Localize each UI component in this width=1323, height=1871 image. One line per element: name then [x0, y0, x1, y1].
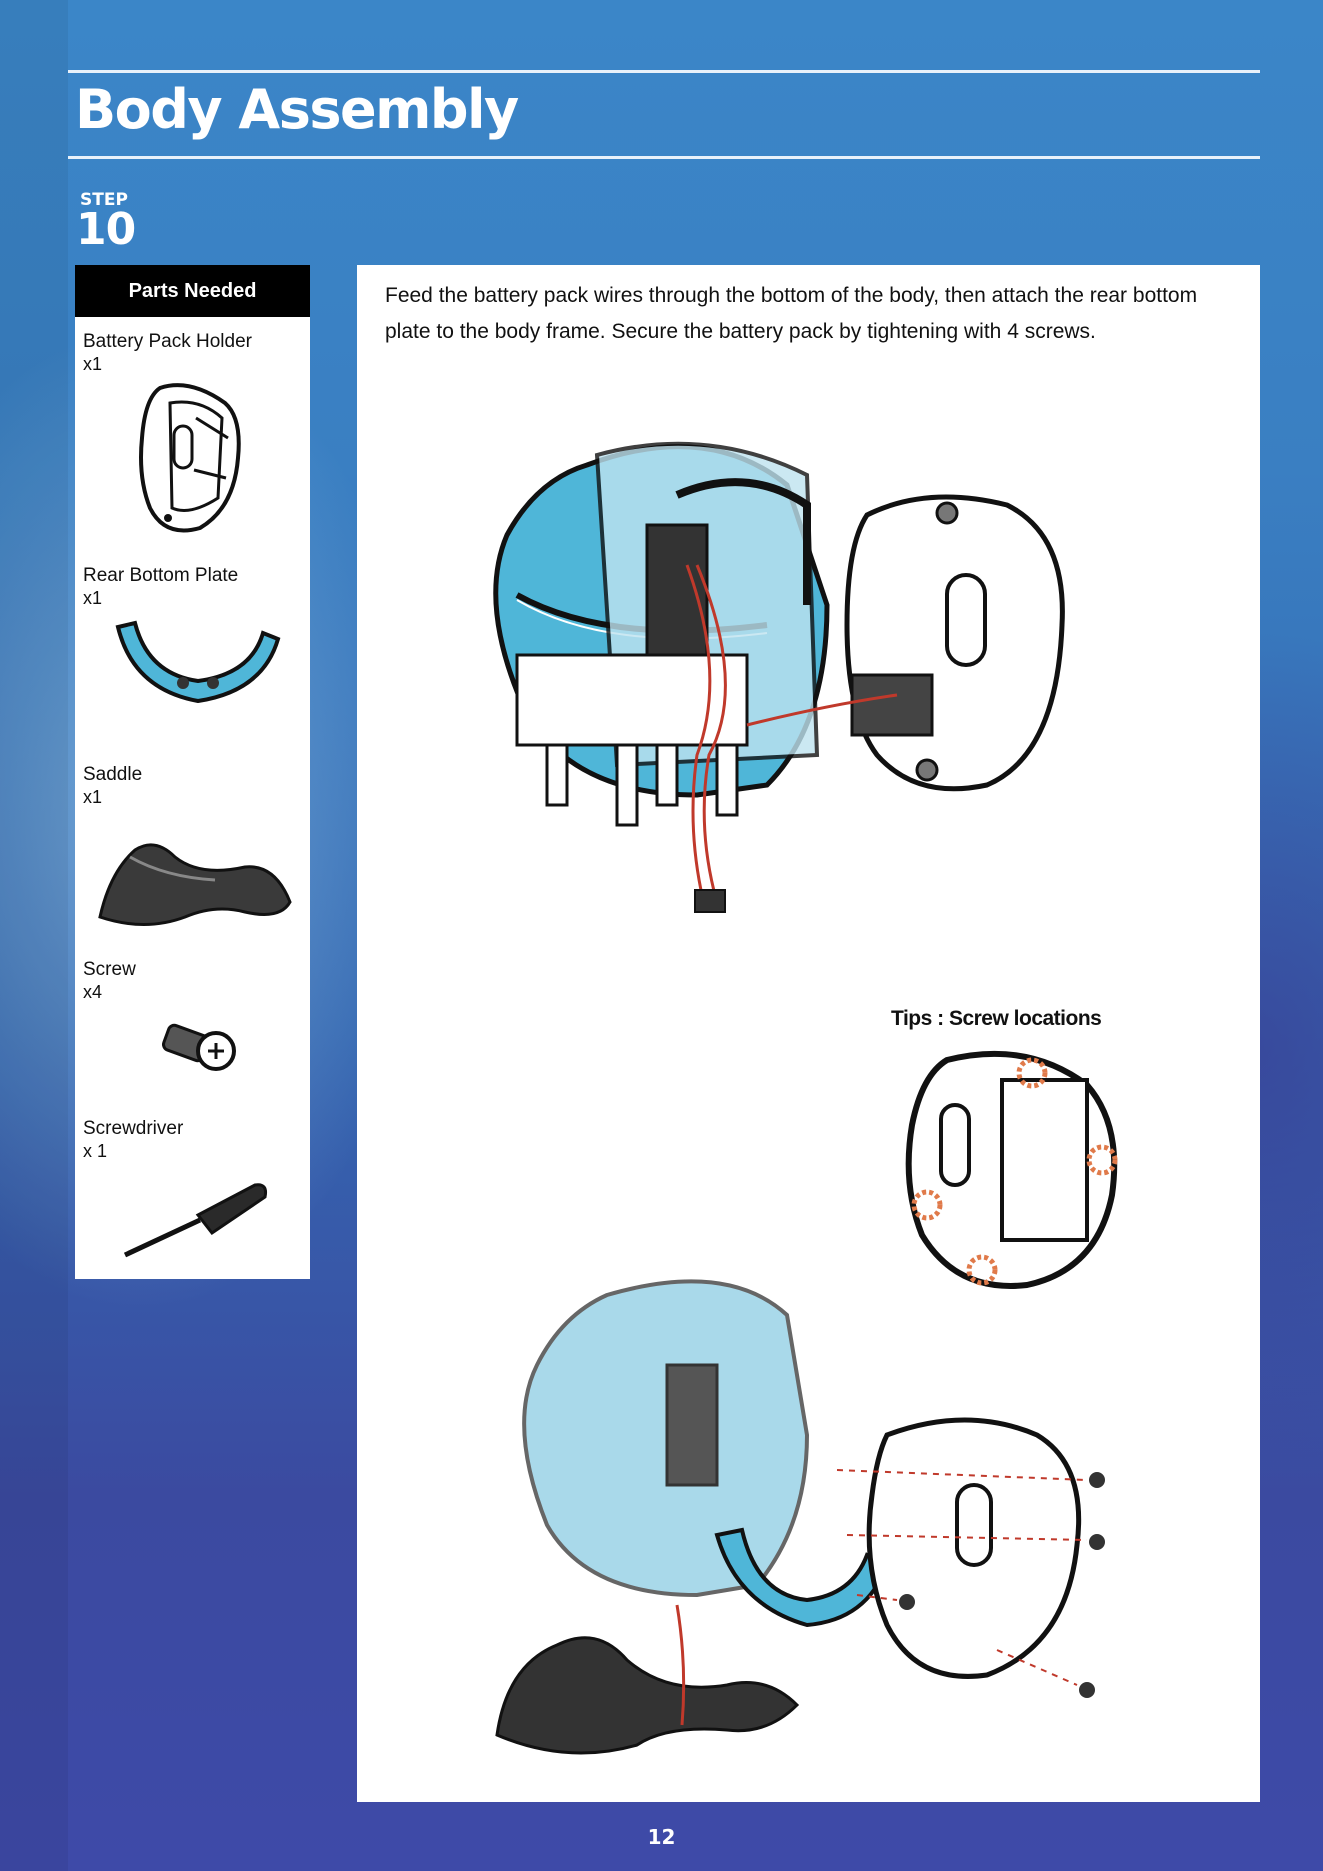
parts-needed-panel: Parts Needed Battery Pack Holder x1 Rear…	[75, 265, 310, 1279]
part-name: Screwdriver	[83, 1118, 184, 1139]
saddle-icon	[98, 843, 292, 926]
page-title: Body Assembly	[75, 78, 519, 141]
part-rear-bottom-plate: Rear Bottom Plate x1	[83, 565, 303, 609]
final-assembly-illustration	[495, 1279, 1105, 1755]
body-battery-assembly-illustration	[493, 441, 1065, 913]
part-name: Screw	[83, 959, 136, 980]
part-name: Rear Bottom Plate	[83, 565, 239, 586]
part-screw: Screw x4	[83, 959, 303, 1003]
part-saddle: Saddle x1	[83, 764, 303, 808]
screw-icon	[162, 1023, 236, 1071]
part-quantity: x1	[83, 354, 103, 374]
part-quantity: x4	[83, 982, 103, 1002]
part-quantity: x1	[83, 588, 103, 608]
battery-pack-holder-icon	[139, 383, 241, 533]
parts-needed-heading: Parts Needed	[75, 265, 310, 317]
instruction-text: Feed the battery pack wires through the …	[385, 284, 1198, 343]
title-rule-bottom	[68, 156, 1260, 159]
part-name: Battery Pack Holder	[83, 331, 252, 352]
left-margin-band	[0, 0, 68, 1871]
rear-bottom-plate-icon	[115, 620, 281, 704]
screw-locations-illustration	[905, 1050, 1118, 1289]
part-battery-pack-holder: Battery Pack Holder x1	[83, 331, 303, 375]
step-label: STEP	[80, 190, 128, 210]
instruction-panel: Feed the battery pack wires through the …	[357, 265, 1260, 1802]
part-name: Saddle	[83, 764, 143, 785]
part-quantity: x 1	[83, 1141, 108, 1161]
title-rule-top	[68, 70, 1260, 73]
part-screwdriver: Screwdriver x 1	[83, 1118, 303, 1162]
tips-label: Tips : Screw locations	[891, 1007, 1102, 1030]
screwdriver-icon	[123, 1183, 267, 1258]
step-number: 10	[76, 204, 136, 255]
part-quantity: x1	[83, 787, 103, 807]
page-number: 12	[647, 1825, 676, 1849]
